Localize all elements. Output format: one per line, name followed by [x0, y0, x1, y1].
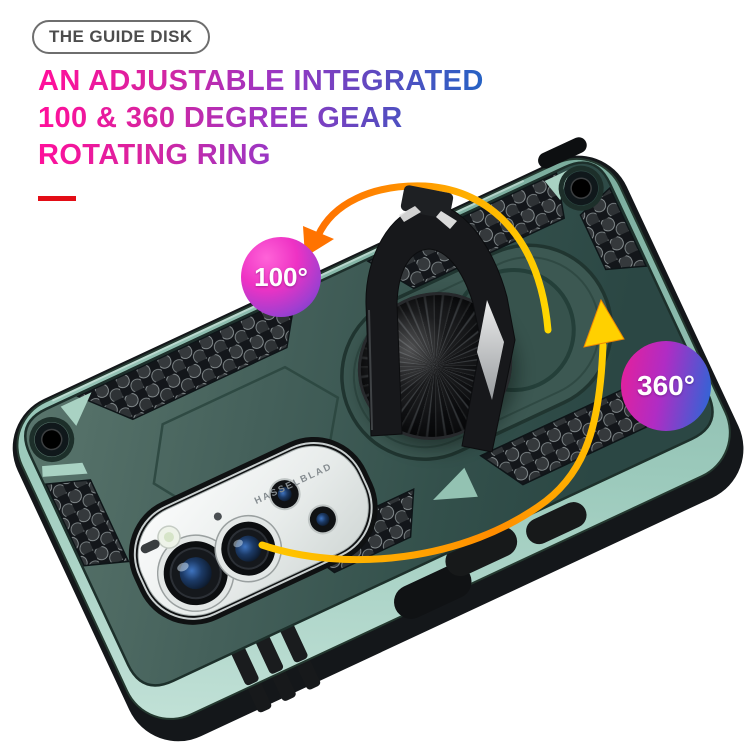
kickstand-ring [365, 185, 516, 453]
ring-glint-cap-left [399, 206, 421, 222]
corner-rim-button [538, 137, 587, 169]
camera-lens-wide [214, 514, 283, 583]
ring-glint-cap-right [436, 211, 457, 229]
guide-disk-badge: THE GUIDE DISK [32, 20, 210, 54]
corner-hole-right [558, 165, 604, 211]
ring-glint-right-leg [477, 300, 504, 400]
headline-line-2: 100 & 360 DEGREE GEAR [38, 102, 403, 134]
arrow-360-head [583, 298, 625, 348]
arrow-100-head [303, 226, 334, 257]
ring-recess-inner-line [352, 256, 601, 449]
camera-mic-dot [213, 512, 222, 521]
badge-360-label: 360° [637, 370, 695, 401]
camera-lens-mono [307, 504, 338, 535]
arrow-360 [258, 298, 625, 564]
camera-lens-tele [268, 478, 301, 511]
headline-line-1: AN ADJUSTABLE INTEGRATED [38, 65, 484, 97]
ring-left-leg-highlight [368, 309, 373, 431]
accent-underline [38, 196, 76, 201]
headline-line-3: ROTATING RING [38, 139, 271, 171]
badge-100-label: 100° [254, 261, 308, 292]
arrow-100 [303, 182, 552, 334]
guide-disk-badge-label: THE GUIDE DISK [49, 27, 193, 46]
badge-100-degrees: 100° [241, 237, 321, 317]
camera-sensor-pill [140, 539, 160, 554]
badge-360-degrees: 360° [621, 341, 711, 431]
side-buttons [394, 502, 587, 619]
camera-module: HASSELBLAD [128, 436, 378, 625]
camera-flash-core [163, 532, 174, 543]
corner-hole-left [29, 417, 75, 463]
headline: AN ADJUSTABLE INTEGRATED 100 & 360 DEGRE… [38, 63, 484, 174]
teal-accents [42, 169, 571, 501]
